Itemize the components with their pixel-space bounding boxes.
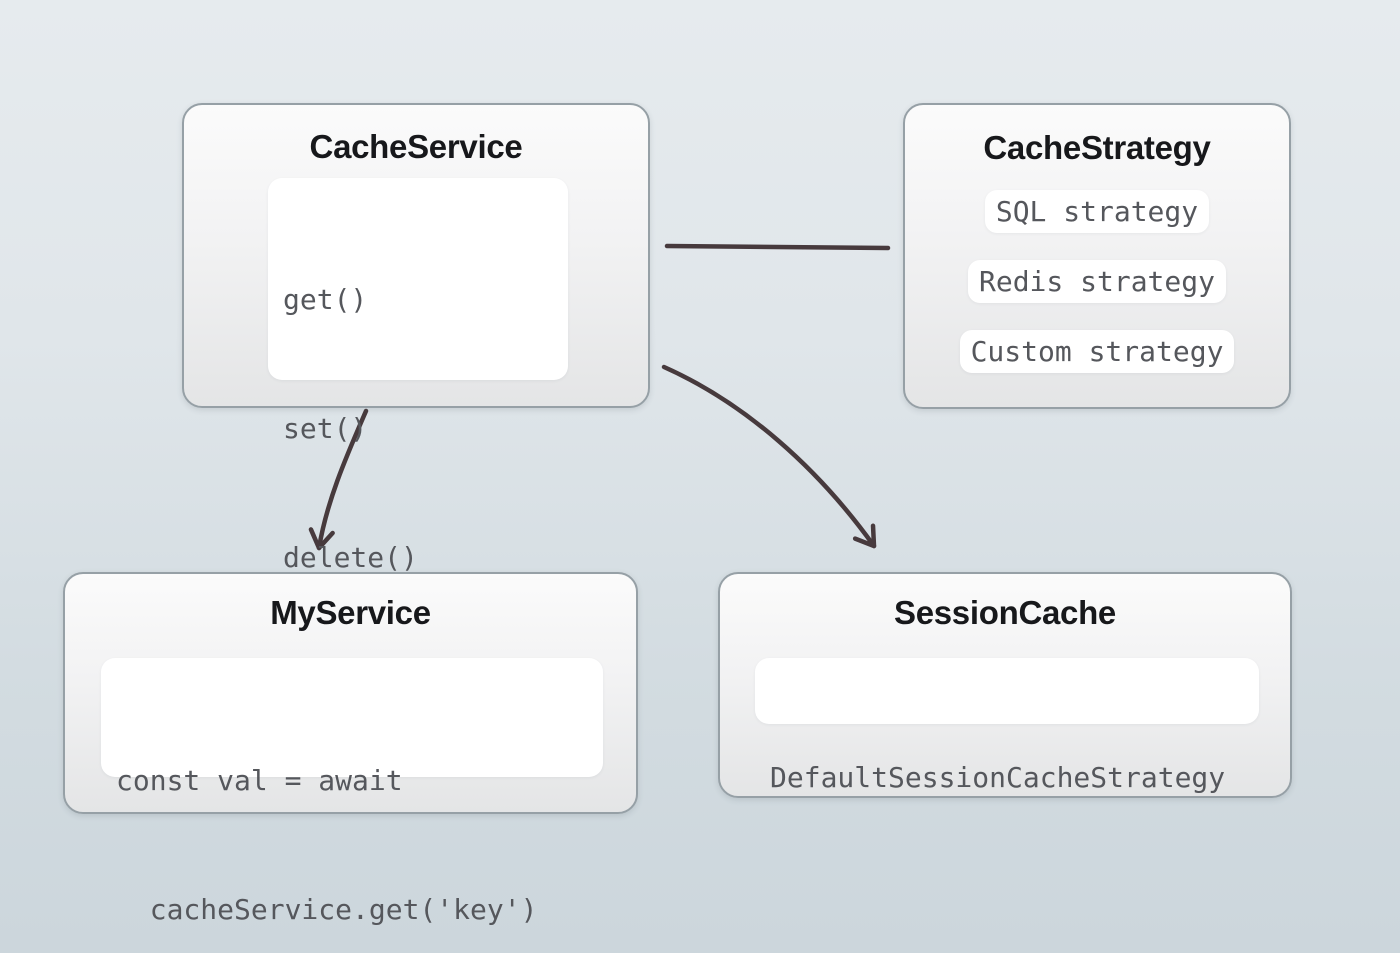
cache-service-title: CacheService	[309, 128, 523, 165]
strategy-pill-custom: Custom strategy	[959, 330, 1235, 373]
my-service-code-panel: const val = await cacheService.get('key'…	[101, 658, 603, 926]
node-cache-service: CacheService get() set() delete() invali…	[182, 103, 650, 703]
session-cache-code-panel: DefaultSessionCacheStrategy	[755, 658, 1259, 794]
cache-strategy-title: CacheStrategy	[983, 129, 1211, 166]
cache-service-methods-panel: get() set() delete() invalidateTags()	[268, 178, 568, 703]
method-set: set()	[283, 412, 368, 445]
my-service-title: MyService	[270, 594, 431, 631]
strategy-pill-redis: Redis strategy	[967, 260, 1226, 303]
node-cache-strategy: CacheStrategy SQL strategy Redis strateg…	[903, 103, 1291, 409]
method-get: get()	[283, 283, 368, 316]
strategy-pill-sql: SQL strategy	[984, 190, 1210, 233]
edge-cacheservice-to-cachestrategy	[664, 243, 891, 251]
session-cache-title: SessionCache	[893, 594, 1116, 631]
strategy-pill-stack: SQL strategy Redis strategy Custom strat…	[905, 190, 1289, 373]
code-line-2: cacheService.get('key')	[116, 893, 538, 926]
node-session-cache: SessionCache DefaultSessionCacheStrategy	[718, 572, 1292, 798]
edge-cacheservice-to-sessioncache	[661, 364, 877, 549]
session-cache-strategy-name: DefaultSessionCacheStrategy	[770, 761, 1226, 794]
method-delete: delete()	[283, 541, 418, 574]
node-my-service: MyService const val = await cacheService…	[63, 572, 638, 926]
code-line-1: const val = await	[116, 764, 403, 797]
